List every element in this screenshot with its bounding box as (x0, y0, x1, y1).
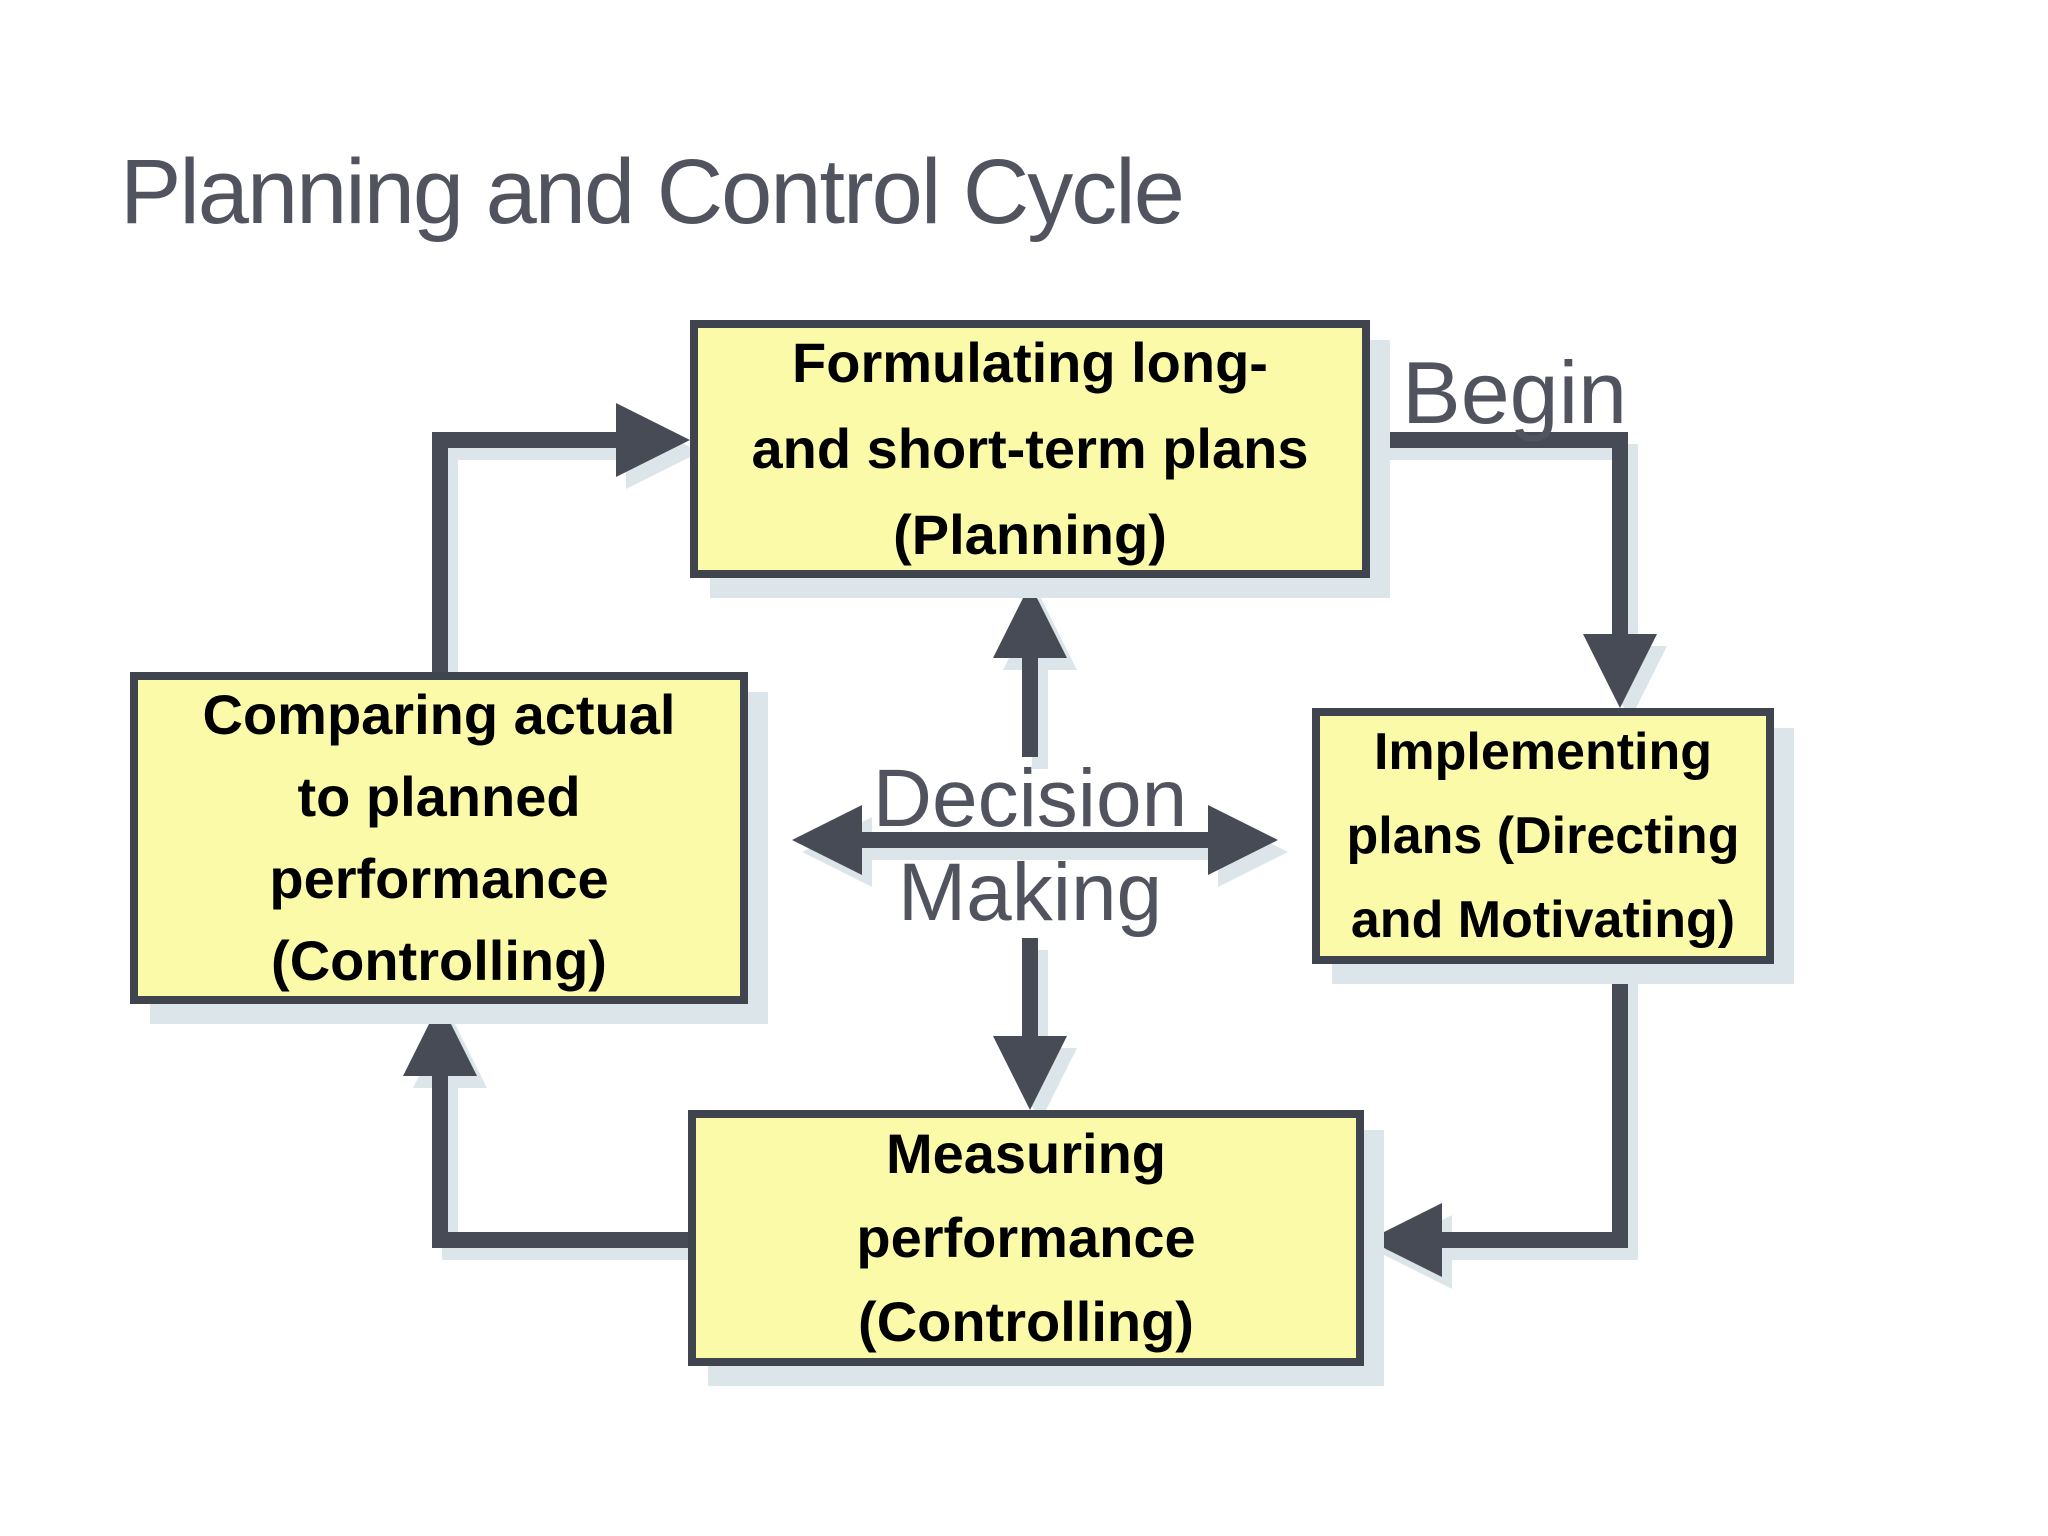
arrow-left-box-to-top-box (432, 403, 690, 675)
node-implementing-plans-text: Implementing plans (Directing and Motiva… (1346, 723, 1740, 949)
decision-making-label-line2: Making (897, 847, 1163, 938)
arrow-center-horizontal (792, 805, 1278, 875)
decision-making-label-line1: Decision (872, 753, 1188, 844)
node-measuring-performance-text: Measuring performance (Controlling) (856, 1122, 1196, 1353)
node-formulating-plans: Formulating long- and short-term plans (… (690, 320, 1370, 578)
begin-label: Begin (1402, 343, 1628, 442)
arrow-center-down (993, 938, 1067, 1110)
node-formulating-plans-text: Formulating long- and short-term plans (… (751, 331, 1309, 566)
node-comparing-performance-text: Comparing actual to planned performance … (202, 683, 676, 992)
arrow-right-box-to-bottom-box (1368, 964, 1628, 1277)
arrow-center-up (993, 584, 1067, 757)
node-comparing-performance: Comparing actual to planned performance … (130, 672, 748, 1004)
page-title: Planning and Control Cycle (120, 141, 1185, 243)
arrow-top-box-to-right-box (1372, 432, 1657, 708)
node-measuring-performance: Measuring performance (Controlling) (688, 1110, 1364, 1366)
node-implementing-plans: Implementing plans (Directing and Motiva… (1312, 708, 1774, 964)
arrow-bottom-box-to-left-box (403, 1002, 688, 1248)
